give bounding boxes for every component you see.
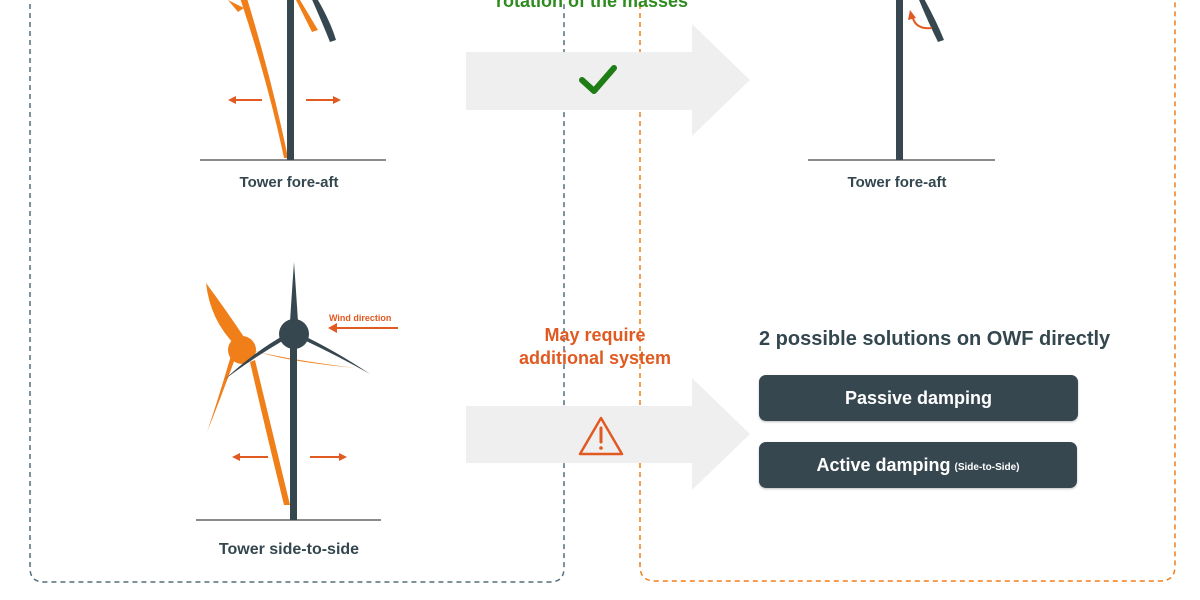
turbine-fore-aft-left xyxy=(200,0,386,161)
right-arrow-icon xyxy=(306,96,341,104)
caption-fore-aft-left: Tower fore-aft xyxy=(239,174,339,191)
left-panel-border xyxy=(29,0,565,583)
right-panel-border xyxy=(639,0,1176,582)
left-arrow-icon xyxy=(228,96,262,104)
active-damping-qualifier: (Side-to-Side) xyxy=(954,461,1020,473)
right-arrow-icon xyxy=(310,453,347,461)
caption-side-to-side: Tower side-to-side xyxy=(218,541,360,558)
rotation-arrow-icon xyxy=(908,10,933,30)
passive-damping-button[interactable]: Passive damping xyxy=(759,375,1078,421)
left-arrow-icon xyxy=(232,453,268,461)
solutions-title: 2 possible solutions on OWF directly xyxy=(759,328,1111,350)
turbine-side-to-side xyxy=(196,262,381,521)
warning-note-line2: additional system xyxy=(518,348,672,368)
wind-direction-arrow-icon xyxy=(328,323,398,333)
warning-note: May require additional system xyxy=(480,324,710,370)
warning-triangle-icon xyxy=(578,416,624,456)
warning-note-line1: May require xyxy=(544,325,646,345)
top-transition-arrow xyxy=(466,24,750,136)
check-icon xyxy=(579,65,617,94)
top-note: rotation of the masses xyxy=(495,0,689,11)
turbine-fore-aft-right xyxy=(808,0,995,161)
bottom-transition-arrow xyxy=(466,378,750,490)
active-damping-button[interactable]: Active damping (Side-to-Side) xyxy=(759,442,1077,488)
active-damping-label: Active damping xyxy=(816,454,951,475)
caption-fore-aft-right: Tower fore-aft xyxy=(847,174,947,191)
wind-direction-label: Wind direction xyxy=(329,313,392,323)
passive-damping-label: Passive damping xyxy=(844,387,993,408)
